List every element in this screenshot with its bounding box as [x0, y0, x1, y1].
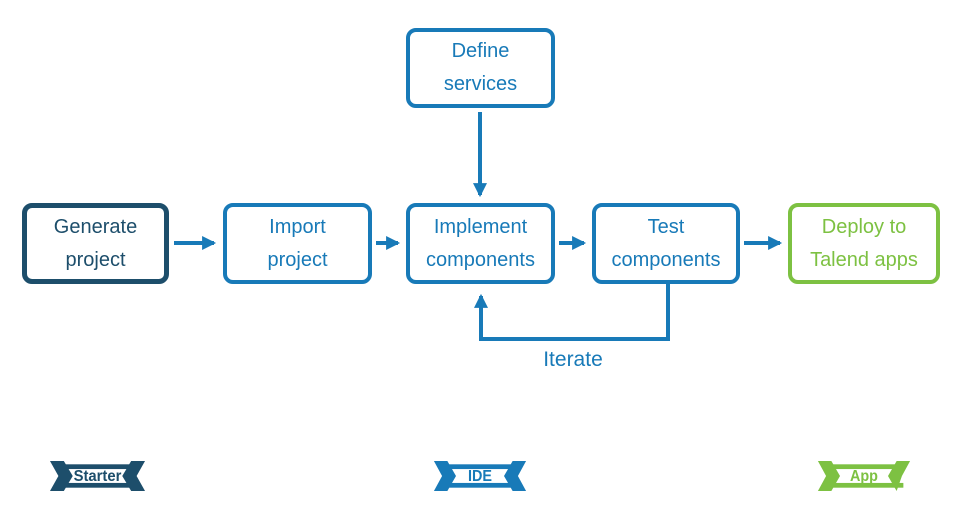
- ribbon-label: Starter: [74, 468, 122, 485]
- node-label-line: services: [443, 73, 518, 95]
- node-label-line: Import: [269, 215, 326, 238]
- node-label-line: Deploy to: [821, 215, 907, 238]
- node-define-services: Define services: [406, 28, 555, 108]
- ribbon-right-chevron-icon: [504, 461, 527, 491]
- iterate-label: Iterate: [543, 348, 603, 371]
- node-label-line: project: [267, 248, 328, 271]
- ribbon-app: App: [816, 461, 912, 491]
- node-label-line: Talend apps: [810, 248, 918, 271]
- node-import-project: Import project: [223, 203, 372, 284]
- node-deploy-talend-apps: Deploy to Talend apps: [788, 203, 940, 284]
- ribbon-starter: Starter: [48, 461, 147, 491]
- ribbon-ide: IDE: [432, 461, 528, 491]
- node-label-line: Implement: [433, 215, 528, 238]
- ribbon-left-chevron-icon: [817, 461, 840, 491]
- ribbon-right-chevron-icon: [122, 461, 146, 491]
- ribbon-bottom-bar: [440, 482, 520, 488]
- node-label-line: Define: [451, 40, 510, 62]
- node-test-components: Test components: [592, 203, 740, 284]
- node-label-line: project: [65, 248, 126, 271]
- ribbon-right-chevron-icon: [888, 461, 911, 491]
- node-generate-project: Generate project: [22, 203, 169, 284]
- ribbon-bottom-bar: [56, 482, 139, 488]
- ribbon-label: IDE: [468, 468, 492, 486]
- node-label-line: components: [611, 248, 721, 271]
- node-implement-components: Implement components: [406, 203, 555, 284]
- arrow-iterate-loop: [474, 284, 670, 341]
- ribbon-top-bar: [56, 464, 139, 470]
- ribbon-left-chevron-icon: [49, 461, 73, 491]
- node-label-line: components: [426, 248, 535, 271]
- ribbon-label: App: [850, 468, 878, 486]
- node-label-line: Generate: [53, 215, 138, 238]
- ribbon-top-bar: [440, 464, 520, 470]
- ribbon-left-chevron-icon: [433, 461, 456, 491]
- ribbon-top-bar: [824, 464, 904, 470]
- node-label-line: Test: [647, 215, 685, 238]
- ribbon-bottom-bar: [824, 482, 904, 488]
